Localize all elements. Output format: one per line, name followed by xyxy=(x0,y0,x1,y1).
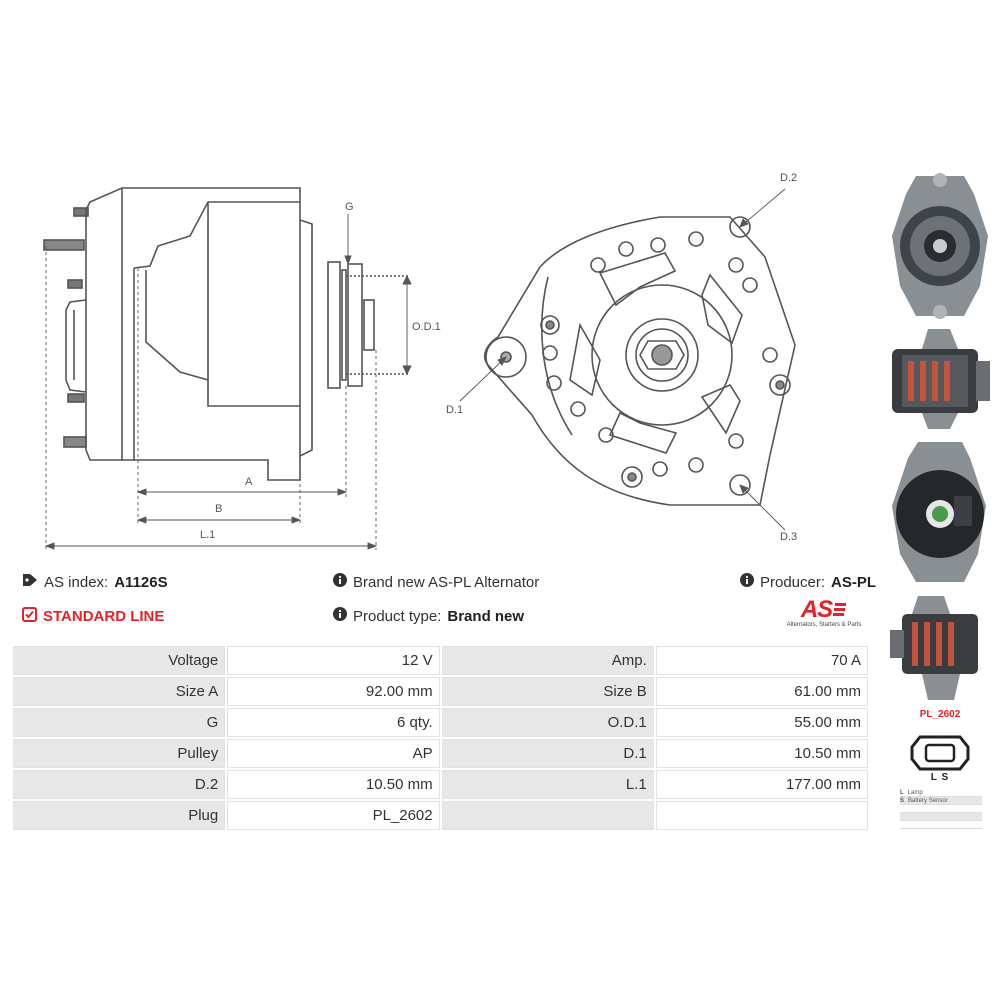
plug-name: PL_2602 xyxy=(919,709,961,720)
table-row: Pulley AP D.1 10.50 mm xyxy=(13,739,868,768)
plug-legend-row-empty xyxy=(900,821,982,829)
as-pl-logo: AS Alternators, Starters & Parts xyxy=(786,596,862,628)
as-index: AS index: A1126S xyxy=(22,573,168,591)
table-row: D.2 10.50 mm L.1 177.00 mm xyxy=(13,770,868,799)
plug-connector-icon xyxy=(910,735,970,771)
table-row: G 6 qty. O.D.1 55.00 mm xyxy=(13,708,868,737)
side-view-drawing: G O.D.1 A B L.1 xyxy=(43,187,441,550)
product-type: Product type: Brand new xyxy=(333,607,524,625)
label-od1: O.D.1 xyxy=(412,321,441,333)
table-row: Plug PL_2602 xyxy=(13,801,868,830)
label-b: B xyxy=(215,503,222,515)
info-icon xyxy=(740,573,754,591)
table-row: Voltage 12 V Amp. 70 A xyxy=(13,646,868,675)
label-d2: D.2 xyxy=(780,172,797,184)
check-square-icon xyxy=(22,607,37,626)
product-photo-side xyxy=(892,329,990,429)
product-photo-front xyxy=(892,173,988,319)
label-d3: D.3 xyxy=(780,531,797,543)
table-row: Size A 92.00 mm Size B 61.00 mm xyxy=(13,677,868,706)
info-icon xyxy=(333,573,347,591)
spec-table: Voltage 12 V Amp. 70 A Size A 92.00 mm S… xyxy=(11,644,870,832)
standard-line: STANDARD LINE xyxy=(22,607,164,626)
product-photo-rear xyxy=(892,442,986,582)
label-a: A xyxy=(245,476,253,488)
info-icon xyxy=(333,607,347,625)
plug-pins: L S xyxy=(930,772,950,783)
tag-icon xyxy=(22,573,38,591)
plug-legend-row-empty xyxy=(900,813,982,821)
producer: Producer: AS-PL xyxy=(740,573,876,591)
logo-stripes-icon xyxy=(833,603,847,616)
label-d1: D.1 xyxy=(446,404,463,416)
plug-legend-row-empty xyxy=(900,805,982,813)
product-photo-side-2 xyxy=(890,596,978,700)
label-l1: L.1 xyxy=(200,529,215,541)
front-view-drawing: D.1 D.2 D.3 xyxy=(446,172,797,543)
description: Brand new AS-PL Alternator xyxy=(333,573,539,591)
label-g: G xyxy=(345,201,354,213)
